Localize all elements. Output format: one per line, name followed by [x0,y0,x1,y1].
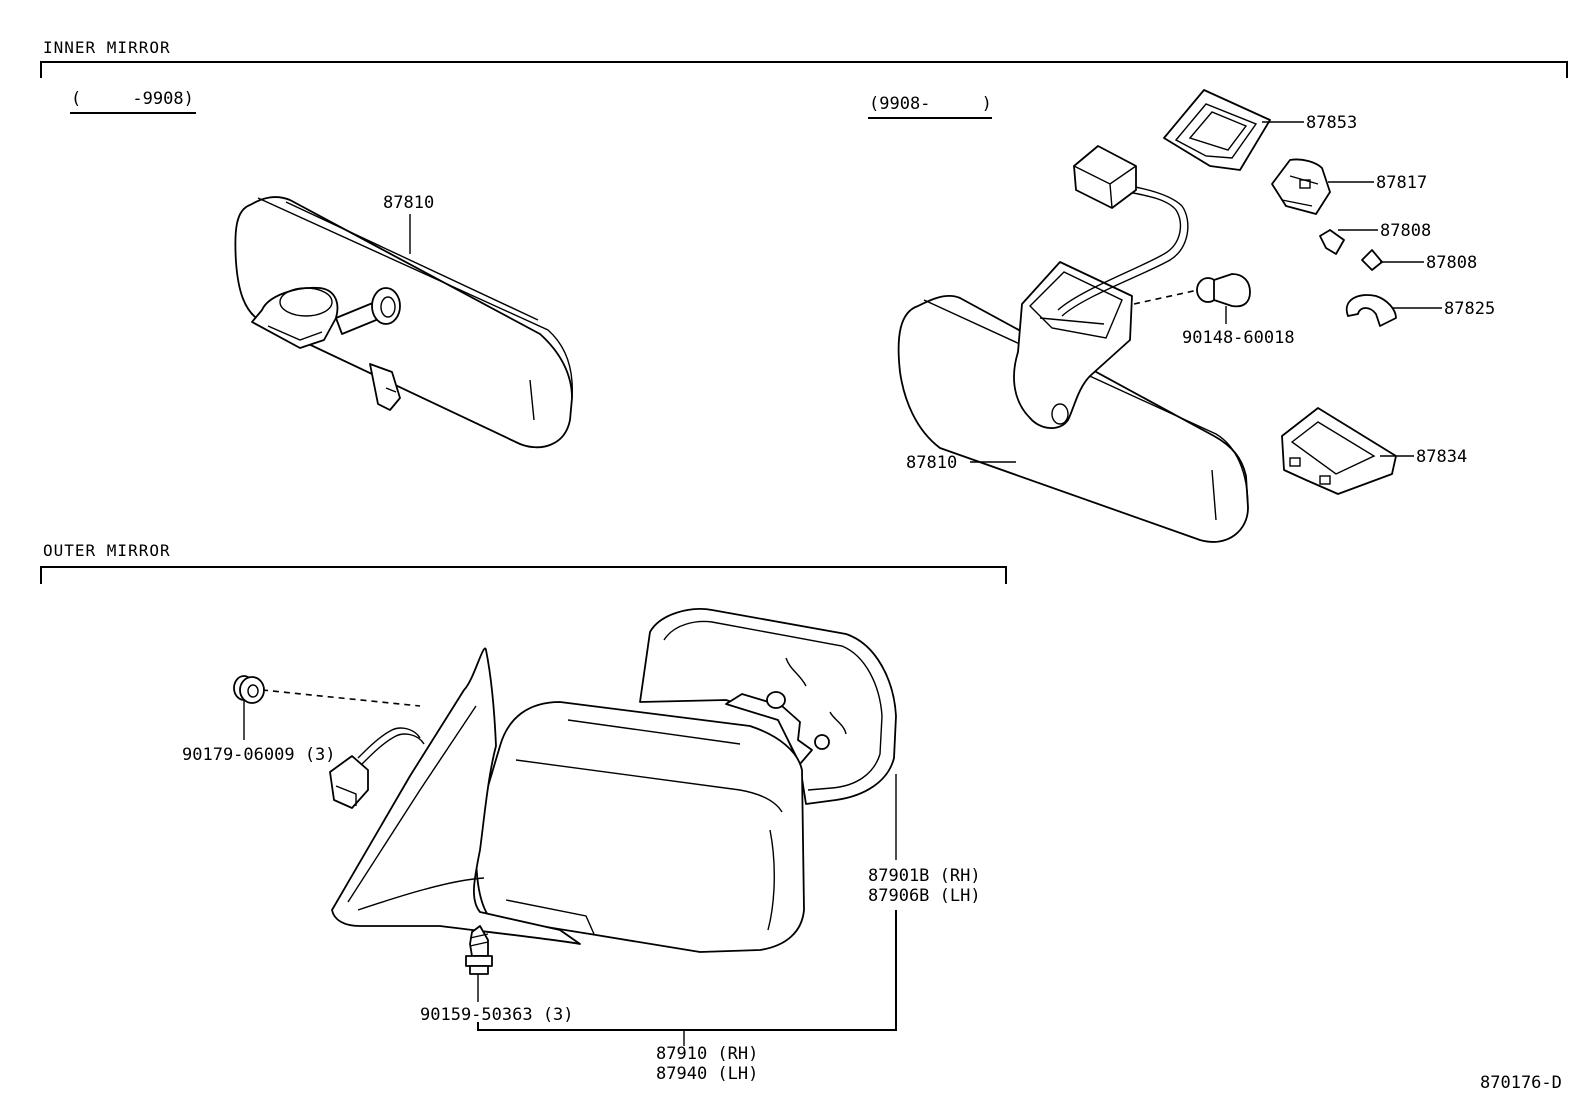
label-87817: 87817 [1376,173,1427,193]
bulb-icon [1196,273,1251,308]
date-range-after: (9908- ) [869,94,992,114]
screw-icon [465,925,493,975]
inner-mirror-after-drawing [897,89,1397,543]
label-87808-a: 87808 [1380,221,1431,241]
date-range-before: ( -9908) [71,89,194,109]
clip-icon [233,675,265,704]
label-87901b-rh: 87901B (RH) [868,866,981,886]
label-90148-60018: 90148-60018 [1182,328,1295,348]
label-90159-50363: 90159-50363 (3) [420,1005,574,1025]
label-87808-b: 87808 [1426,253,1477,273]
label-87906b-lh: 87906B (LH) [868,886,981,906]
outer-mirror-title: OUTER MIRROR [43,541,171,560]
outer-mirror-section-header: OUTER MIRROR [40,541,1007,584]
inner-mirror-title: INNER MIRROR [43,38,171,57]
diagram-code: 870176-D [1480,1073,1562,1093]
label-inner-mirror-before: 87810 [383,193,434,213]
inner-mirror-section-header: INNER MIRROR [40,38,1568,78]
label-87940-lh: 87940 (LH) [656,1064,758,1084]
label-87853: 87853 [1306,113,1357,133]
label-90179-06009: 90179-06009 (3) [182,745,336,765]
label-87834: 87834 [1416,447,1467,467]
label-inner-mirror-after: 87810 [906,453,957,473]
label-87825: 87825 [1444,299,1495,319]
inner-mirror-before-drawing [234,196,573,449]
label-87910-rh: 87910 (RH) [656,1044,758,1064]
outer-mirror-drawing [233,608,897,975]
